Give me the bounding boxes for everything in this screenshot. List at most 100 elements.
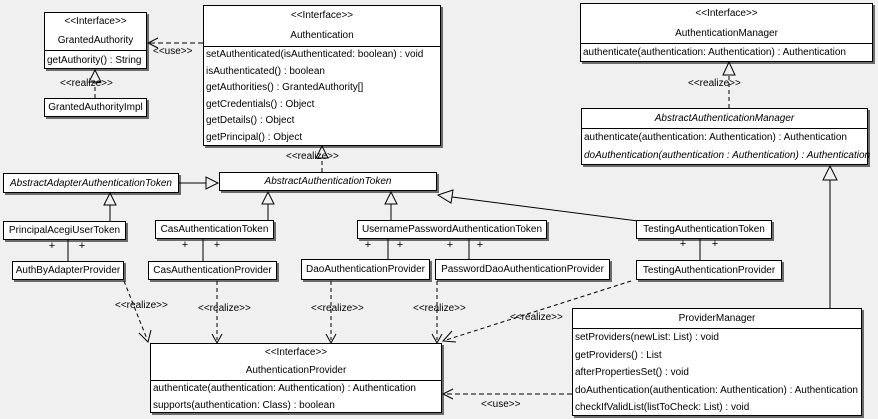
class-name: PasswordDaoAuthenticationProvider (441, 264, 604, 275)
assoc-plus-marker: + (396, 239, 404, 251)
stereotype-label: <<Interface>> (264, 347, 328, 358)
methods-compartment: authenticate(authentication: Authenticat… (581, 44, 872, 62)
class-name: AuthByAdapterProvider (15, 265, 121, 276)
class-authentication-manager[interactable]: <<Interface>> AuthenticationManager auth… (580, 3, 873, 62)
edge-gen-usernamepasswordtoken (384, 190, 398, 220)
realize-label: <<realize>> (60, 78, 113, 89)
stereotype-label: <<Interface>> (64, 16, 127, 27)
realize-label: <<realize>> (115, 300, 168, 311)
class-cas-authentication-token[interactable]: CasAuthenticationToken (155, 220, 274, 239)
class-header: <<Interface>> AuthenticationProvider (151, 344, 441, 381)
method: authenticate(authentication: Authenticat… (584, 132, 847, 143)
class-password-dao-authentication-provider[interactable]: PasswordDaoAuthenticationProvider (435, 259, 610, 280)
class-testing-authentication-token[interactable]: TestingAuthenticationToken (636, 220, 772, 239)
edge-gen-principaltoken (103, 191, 117, 221)
methods-compartment: setProviders(newList: List) : void getPr… (573, 329, 861, 417)
class-name: AbstractAuthenticationManager (654, 113, 795, 124)
class-name: TestingAuthenticationProvider (642, 264, 776, 276)
realize-label: <<realize>> (688, 78, 741, 89)
edge-gen-castoken (261, 190, 275, 220)
class-authentication-provider[interactable]: <<Interface>> AuthenticationProvider aut… (150, 343, 442, 413)
edge-realize-authbyadapter (123, 280, 152, 343)
edge-realize-abstractmanager-manager (722, 60, 736, 108)
method: checkIfValidList(listToCheck: List) : vo… (575, 402, 750, 413)
method: getDetails() : Object (206, 115, 295, 127)
class-cas-authentication-provider[interactable]: CasAuthenticationProvider (148, 261, 277, 280)
class-name: Authentication (290, 30, 354, 41)
realize-label: <<realize>> (510, 312, 563, 323)
realize-label: <<realize>> (286, 151, 339, 162)
method: setProviders(newList: List) : void (575, 332, 719, 343)
assoc-plus-marker: + (679, 238, 687, 250)
assoc-plus-marker: + (78, 240, 86, 252)
class-name: CasAuthenticationToken (160, 224, 269, 235)
stereotype-label: <<Interface>> (290, 10, 354, 21)
class-name: ProviderManager (678, 313, 756, 324)
method: authenticate(authentication: Authenticat… (583, 47, 846, 58)
assoc-plus-marker: + (711, 238, 719, 250)
method: getAuthorities() : GrantedAuthority[] (206, 82, 364, 94)
class-header: AbstractAuthenticationManager (582, 109, 867, 129)
stereotype-label: <<Interface>> (695, 8, 758, 19)
class-header: <<Interface>> AuthenticationManager (581, 4, 872, 44)
edge-realize-testingprovider (441, 280, 632, 343)
class-name: AuthenticationManager (675, 27, 778, 39)
class-name: GrantedAuthorityImpl (48, 102, 143, 113)
assoc-plus-marker: + (213, 239, 221, 251)
class-name: AbstractAuthenticationToken (264, 176, 392, 187)
realize-label: <<realize>> (413, 303, 466, 314)
method: getProviders() : List (575, 349, 662, 361)
class-principal-acegi-user-token[interactable]: PrincipalAcegiUserToken (3, 221, 126, 240)
assoc-plus-marker: + (364, 239, 372, 251)
class-name: AbstractAdapterAuthenticationToken (10, 177, 172, 189)
method: isAuthenticated() : boolean (206, 65, 325, 77)
class-auth-by-adapter-provider[interactable]: AuthByAdapterProvider (12, 261, 124, 280)
method: getCredentials() : Object (206, 98, 315, 110)
method: supports(authentication: Class) : boolea… (153, 399, 335, 411)
class-name: AuthenticationProvider (245, 365, 347, 376)
realize-label: <<realize>> (198, 303, 251, 314)
method: doAuthentication(authentication : Authen… (584, 150, 871, 161)
assoc-plus-marker: + (48, 240, 56, 252)
methods-compartment: authenticate(authentication: Authenticat… (151, 381, 441, 414)
methods-compartment: authenticate(authentication: Authenticat… (582, 129, 871, 165)
class-header: ProviderManager (573, 309, 861, 329)
method: getPrincipal() : Object (206, 131, 303, 143)
class-abstract-authentication-token[interactable]: AbstractAuthenticationToken (219, 172, 437, 191)
method: setAuthenticated(isAuthenticated: boolea… (206, 49, 424, 60)
method: afterPropertiesSet() : void (575, 367, 689, 378)
use-label: <<use>> (153, 46, 193, 57)
method: getAuthority() : String (47, 55, 142, 66)
class-header: <<Interface>> Authentication (204, 6, 440, 47)
class-provider-manager[interactable]: ProviderManager setProviders(newList: Li… (572, 308, 862, 416)
class-name: GrantedAuthority (57, 34, 134, 46)
methods-compartment: getAuthority() : String (45, 51, 146, 70)
assoc-plus-marker: + (181, 239, 189, 251)
edge-gen-providermanager (822, 164, 838, 308)
class-granted-authority[interactable]: <<Interface>> GrantedAuthority getAuthor… (44, 12, 147, 69)
edge-gen-testingtoken (436, 189, 639, 222)
method: doAuthentication(authentication: Authent… (575, 384, 858, 396)
class-username-password-authentication-token[interactable]: UsernamePasswordAuthenticationToken (357, 220, 547, 239)
class-testing-authentication-provider[interactable]: TestingAuthenticationProvider (636, 260, 782, 280)
edge-gen-adaptertoken (179, 176, 220, 190)
class-authentication[interactable]: <<Interface>> Authentication setAuthenti… (203, 5, 441, 146)
realize-label: <<realize>> (311, 303, 364, 314)
class-abstract-adapter-authentication-token[interactable]: AbstractAdapterAuthenticationToken (3, 173, 179, 193)
class-name: CasAuthenticationProvider (153, 265, 272, 276)
class-name: DaoAuthenticationProvider (306, 264, 425, 275)
class-granted-authority-impl[interactable]: GrantedAuthorityImpl (44, 98, 147, 117)
class-abstract-authentication-manager[interactable]: AbstractAuthenticationManager authentica… (581, 108, 871, 165)
edge-realize-grantedauthorityimpl (88, 68, 102, 98)
assoc-plus-marker: + (446, 239, 454, 251)
edge-realize-abstracttoken-authentication (315, 144, 329, 172)
class-dao-authentication-provider[interactable]: DaoAuthenticationProvider (301, 259, 430, 280)
class-name: PrincipalAcegiUserToken (8, 225, 121, 236)
use-label: <<use>> (481, 399, 521, 410)
class-name: UsernamePasswordAuthenticationToken (361, 224, 543, 235)
methods-compartment: setAuthenticated(isAuthenticated: boolea… (204, 47, 440, 147)
edge-use-authentication-grantedauthority (146, 37, 203, 49)
class-name: TestingAuthenticationToken (643, 224, 765, 235)
